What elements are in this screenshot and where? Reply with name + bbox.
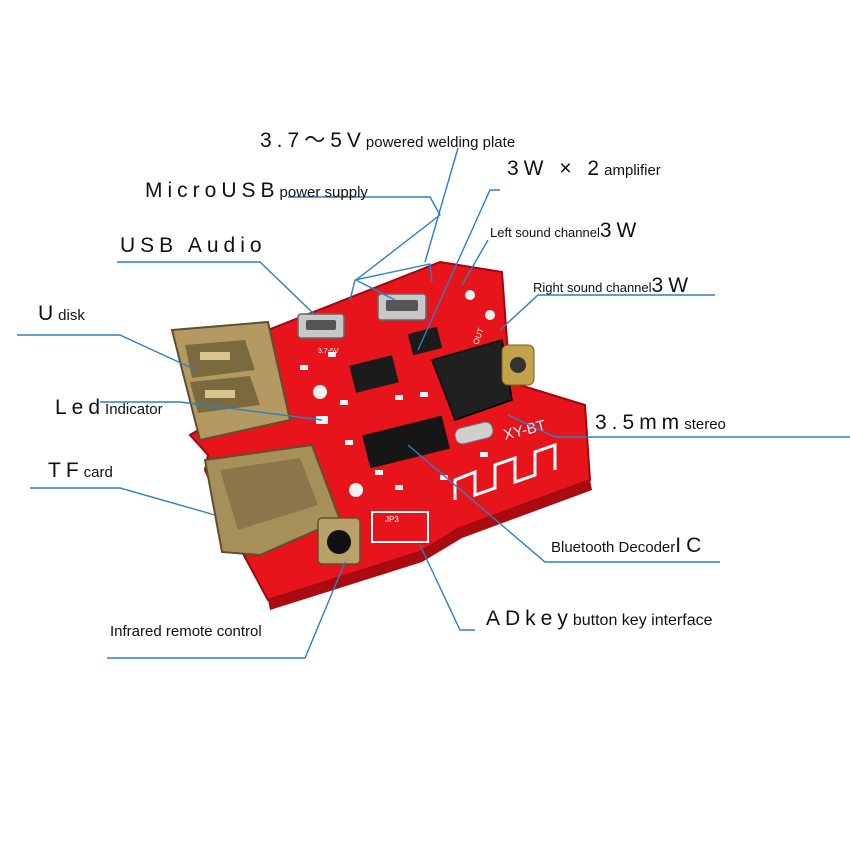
label-tf-text: card [83,464,113,481]
label-udisk-text: disk [58,307,85,324]
line-stereo [507,414,850,438]
label-led-value: Led [55,396,106,419]
label-left-channel: Left sound channel3W [490,220,641,241]
line-led [100,401,323,421]
amplifier-chip [349,355,399,393]
label-adkey-value: ADkey [486,607,573,630]
bt-antenna [453,442,557,500]
line-tf [30,487,216,516]
label-left-channel-value: 3W [599,219,642,242]
line-right [499,294,715,331]
silk-pwr: 3.7-5V [318,348,339,355]
silk-jp: JP3 [385,515,399,524]
label-usb-audio-text: USB Audio [120,234,267,257]
label-right-channel-text: Right sound channel [533,280,652,295]
label-stereo: 3.5mmstereo [595,412,726,433]
label-microusb-value: MicroUSB [145,179,280,202]
smd-components [300,290,495,497]
label-usb-audio: USB Audio [120,235,267,256]
tf-card-slot [203,443,342,557]
callout-lines [17,147,850,659]
label-tf: TFcard [48,460,113,481]
label-left-channel-text: Left sound channel [490,225,600,240]
usb-a-port [170,320,292,442]
label-adkey-text: button key interface [572,612,713,629]
amplifier-chip-2 [407,326,443,356]
label-stereo-value: 3.5mm [595,411,685,434]
line-bt [407,444,720,563]
label-power-plate: 3.7～5Vpowered welding plate [260,130,515,151]
label-microusb: MicroUSBpower supply [145,180,368,201]
label-power-plate-value: 3.7～5V [260,129,366,152]
label-tf-value: TF [48,459,84,482]
label-infrared: Infrared remote control [110,624,262,640]
label-power-plate-text: powered welding plate [365,134,516,151]
line-left [461,239,489,286]
label-amplifier-value: 3W × 2 [507,157,605,180]
pcb-board: XY-BT JP3 OUT 3.7-5V [170,260,592,610]
label-udisk-value: U [38,302,59,325]
line-udisk [17,334,197,371]
label-microusb-text: power supply [279,184,368,201]
ir-receiver [317,517,361,565]
pcb-edge [268,480,592,610]
label-right-channel: Right sound channel3W [533,275,693,296]
label-infrared-text: Infrared remote control [110,623,262,640]
line-ir [107,561,346,659]
label-amplifier-text: amplifier [604,162,661,179]
label-bluetooth-ic-value: IC [675,534,707,557]
label-led: LedIndicator [55,397,163,418]
label-right-channel-value: 3W [651,274,694,297]
label-bluetooth-ic: Bluetooth DecoderIC [551,535,706,556]
line-amp [417,189,500,351]
label-bluetooth-ic-text: Bluetooth Decoder [551,539,676,556]
label-udisk: Udisk [38,303,85,324]
micro-usb-ports [297,293,427,339]
line-power-plate [424,147,459,263]
label-adkey: ADkeybutton key interface [486,608,713,629]
bluetooth-decoder-chip [362,415,450,469]
label-led-text: Indicator [105,401,163,418]
audio-jack [431,339,535,421]
line-power-bracket [349,263,433,301]
label-stereo-text: stereo [684,416,726,433]
adkey-pad [371,511,429,543]
label-amplifier: 3W × 2amplifier [507,158,661,179]
line-usb-audio [117,261,316,316]
crystal [454,421,494,445]
line-microusb [288,196,441,301]
line-adkey [419,544,475,631]
